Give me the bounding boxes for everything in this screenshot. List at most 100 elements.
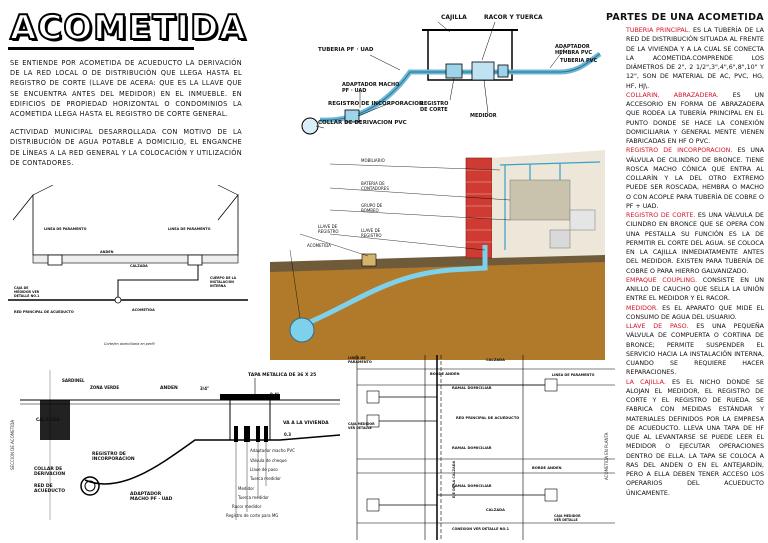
definitions-list: TUBERIA PRINCIPAL. Es la tubería de la r… <box>626 26 764 498</box>
label-bateria: BATERIA DE CONTADORES <box>361 181 389 191</box>
label-anden-bottom: ANDEN <box>160 386 178 391</box>
definition-term: REGISTRO DE CORTE. <box>626 212 696 219</box>
cajilla-box <box>427 30 513 81</box>
label-ramal-b: RAMAL DOMICILIAR <box>452 446 492 450</box>
isometric-installation-diagram <box>270 150 605 360</box>
label-caja-medidor-plan-b: CAJA MEDIDOR VER DETALLE <box>554 514 581 522</box>
definition-term: TUBERIA PRINCIPAL. <box>626 27 691 34</box>
label-ramal-c: RAMAL DOMICILIAR <box>452 484 492 488</box>
red-acueducto-section <box>80 476 100 496</box>
label-dim-04: 0.4" <box>270 392 280 397</box>
label-ramal-a: RAMAL DOMICILIAR <box>452 386 492 390</box>
label-calzada-left: CALZADA <box>130 264 148 268</box>
sardinel-block <box>40 400 70 440</box>
label-tuberia: TUBERIA PF · UAD <box>318 47 374 53</box>
definition-item: LA CAJILLA. Es el nicho donde se alojan … <box>626 378 764 498</box>
definition-text: Consiste en un anillo de caucho que sell… <box>626 276 764 303</box>
definition-item: EMPAQUE COUPLING. Consiste en un anillo … <box>626 276 764 304</box>
definition-text: Es el aparato que mide el consumo de agu… <box>626 304 764 321</box>
intro-paragraph-1: Se entiende por acometida de acueducto l… <box>10 59 242 119</box>
label-linea-paramento-left: LINEA DE PARAMENTO <box>44 227 87 231</box>
label-registro-corte: REGISTRO DE CORTE <box>420 101 449 113</box>
parts-panel-title: PARTES DE UNA ACOMETIDA <box>606 12 764 23</box>
definition-term: COLLARIN, ABRAZADERA. <box>626 91 719 99</box>
label-tapa-metalica: TAPA METALICA DE 36 x 25 <box>248 373 317 378</box>
label-registro-corte-mg: Registro de corte para MG <box>226 513 279 518</box>
label-borde-anden-plan: BORDE ANDEN <box>430 372 460 376</box>
label-conexion-plan: CONEXION VER DETALLE No.1 <box>452 527 509 531</box>
definition-term: LLAVE DE PASO. <box>626 323 689 330</box>
label-linea-paramento-right: LINEA DE PARAMENTO <box>168 227 211 231</box>
label-adaptador-macho: ADAPTADOR MACHO PF · UAD <box>342 82 400 94</box>
definition-text: Es un accesorio en forma de abrazadera q… <box>626 91 764 145</box>
registro-corte-fitting <box>445 63 463 79</box>
collar-fitting <box>301 117 319 135</box>
label-red-principal-left: RED PRINCIPAL DE ACUEDUCTO <box>14 310 74 314</box>
definition-text: Es la tubería de la red de distribución … <box>626 27 764 90</box>
label-dim-34: 3/4" <box>200 386 210 391</box>
plan-view-diagram <box>356 355 615 540</box>
label-acometida-left: ACOMETIDA <box>132 308 155 312</box>
label-mobiliario: MOBILIARIO <box>361 158 385 163</box>
page-title: ACOMETIDA <box>9 7 247 49</box>
definition-item: TUBERIA PRINCIPAL. Es la tubería de la r… <box>626 26 764 91</box>
label-sardinel: SARDINEL <box>62 378 85 383</box>
meter-battery <box>509 179 571 221</box>
definition-term: REGISTRO DE INCORPORACION. <box>626 147 733 155</box>
section-detail-diagram <box>20 370 340 520</box>
definition-text: Es el nicho donde se alojan el medidor, … <box>626 378 764 497</box>
definition-term: MEDIDOR. <box>626 304 659 312</box>
intro-paragraph-2: Actividad municipal desarrollada con mot… <box>10 128 242 167</box>
label-adaptador-bottom: ADAPTADOR MACHO PF · UAD <box>130 492 173 502</box>
label-medidor: MEDIDOR <box>470 113 497 119</box>
label-llave-registro-b: LLAVE DE REGISTRO <box>361 228 382 238</box>
label-racor-medidor: Racor medidor <box>232 504 262 509</box>
ground-soil <box>270 260 605 360</box>
definition-term: EMPAQUE COUPLING. <box>626 276 698 284</box>
label-llave-paso: Llave de paso <box>250 467 278 472</box>
definition-text: Es una pequeña válvula de compuerta o co… <box>626 323 764 377</box>
label-cuerpo-instalacion: CUERPO DE LA INSTALACION INTERNA <box>210 276 237 288</box>
label-linea-paramento-plan-r: LINEA DE PARAMENTO <box>552 373 595 377</box>
label-racor: RACOR Y TUERCA <box>484 14 543 21</box>
label-anden-left: ANDEN <box>100 250 114 254</box>
label-adaptador-macho-pvc: Adaptador macho PVC <box>250 448 295 453</box>
label-borde-anden-plan-b: BORDE ANDEN <box>532 466 562 470</box>
acometida-line <box>117 263 199 300</box>
label-collar-bottom: COLLAR DE DERIVACION <box>34 467 66 477</box>
definition-term: LA CAJILLA. <box>626 378 666 386</box>
label-medidor-bottom: Medidor <box>238 486 255 491</box>
brick-wall <box>465 157 493 259</box>
acometida-pipe <box>308 245 488 325</box>
label-caja-medidor-left: CAJA DE MEDIDOR VER DETALLE No.1 <box>14 286 40 298</box>
definition-text: Es una válvula de cilindro en bronce que… <box>626 212 764 275</box>
side-note-seccion: SECCION DE ACOMETIDA <box>10 419 15 470</box>
label-tuerca-medidor-b: Tuerca medidor <box>238 495 269 500</box>
label-registro-incorp-bottom: REGISTRO DE INCORPORACION <box>92 452 135 462</box>
section-pipe <box>84 434 340 485</box>
label-grupo-bombeo: GRUPO DE BOMBEO <box>361 203 383 213</box>
label-collar: COLLAR DE DERIVACION PVC <box>318 120 407 126</box>
label-acometida-iso: ACOMETIDA <box>307 243 331 248</box>
definition-text: Es una válvula de cilindro de Bronce. Ti… <box>626 147 764 210</box>
label-valvula-cheque: Válvula de cheque <box>250 458 287 463</box>
label-tuerca-medidor-a: Tuerca medidor <box>250 476 281 481</box>
registro-box <box>361 253 377 267</box>
definition-item: MEDIDOR. Es el aparato que mide el consu… <box>626 304 764 323</box>
label-tuberia-pvc: TUBERIA PVC <box>560 58 598 64</box>
definition-item: REGISTRO DE INCORPORACION. Es una válvul… <box>626 146 764 211</box>
label-adaptador-hembra: ADAPTADOR HEMBRA PVC <box>555 44 593 56</box>
label-cajilla: CAJILLA <box>441 14 467 21</box>
anden-slab <box>32 254 239 264</box>
label-red-acueducto: RED DE ACUEDUCTO <box>34 484 66 494</box>
label-calzada-plan: CALZADA <box>486 358 505 362</box>
label-dim-03: 0.3 <box>284 432 292 437</box>
label-registro-incorporacion: REGISTRO DE INCORPORACION <box>328 101 424 107</box>
label-linea-paramento-plan: LINEA DE PARAMENTO <box>348 356 372 364</box>
label-eje-calzada: EJE DE LA CALZADA <box>452 460 456 498</box>
intro-text: Se entiende por acometida de acueducto l… <box>10 58 242 176</box>
definition-item: REGISTRO DE CORTE. Es una válvula de cil… <box>626 211 764 276</box>
label-calzada-bottom: CALZADA <box>36 418 60 423</box>
definition-item: LLAVE DE PASO. Es una pequeña válvula de… <box>626 322 764 378</box>
caption-section-left: Corte/en domiciliaria en perfil <box>104 342 155 346</box>
